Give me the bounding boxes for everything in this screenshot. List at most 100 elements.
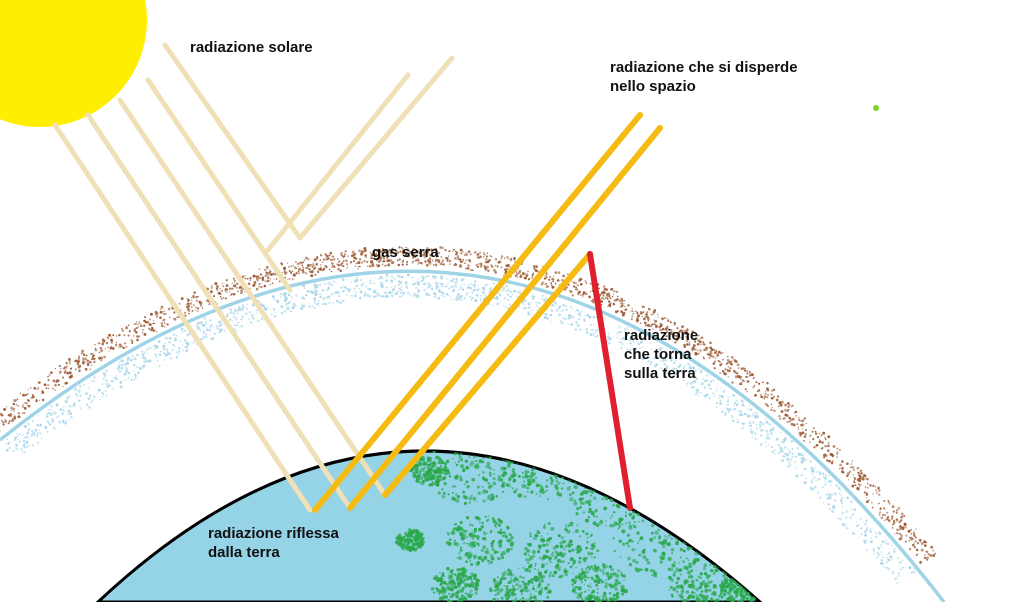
vapor-speck <box>195 324 199 327</box>
land-speck <box>510 569 513 572</box>
land-speck <box>409 529 412 532</box>
gas-speck <box>271 282 274 285</box>
vapor-speck <box>218 320 222 324</box>
land-speck <box>447 574 451 577</box>
land-speck <box>552 464 556 468</box>
gas-speck <box>910 532 913 535</box>
vapor-speck <box>24 425 27 428</box>
vapor-speck <box>555 303 558 306</box>
land-speck <box>649 492 654 497</box>
land-speck <box>538 572 542 577</box>
vapor-speck <box>697 394 700 397</box>
gas-speck <box>803 435 807 438</box>
land-speck <box>524 470 528 473</box>
vapor-speck <box>338 292 341 295</box>
land-speck <box>629 458 633 462</box>
gas-speck <box>477 256 480 259</box>
land-speck <box>639 536 644 541</box>
land-speck <box>731 584 735 587</box>
land-speck <box>499 530 503 535</box>
vapor-speck <box>551 303 554 307</box>
vapor-speck <box>841 505 844 508</box>
vapor-speck <box>283 310 287 313</box>
gas-speck <box>853 469 856 471</box>
vapor-speck <box>163 352 166 355</box>
vapor-speck <box>28 438 30 440</box>
land-speck <box>635 469 640 474</box>
land-speck <box>629 480 633 484</box>
vapor-speck <box>498 294 502 297</box>
gas-speck <box>230 287 234 290</box>
vapor-speck <box>472 297 474 299</box>
gas-speck <box>88 362 90 364</box>
vapor-speck <box>74 387 77 391</box>
land-speck <box>445 461 448 464</box>
land-speck <box>676 581 679 583</box>
vapor-speck <box>134 373 137 377</box>
land-speck <box>639 467 644 471</box>
gas-speck <box>632 312 635 315</box>
land-speck <box>455 474 459 479</box>
vapor-speck <box>199 328 202 331</box>
land-speck <box>501 453 504 456</box>
gas-speck <box>462 258 465 261</box>
gas-speck <box>623 303 625 305</box>
land-speck <box>740 578 744 582</box>
land-speck <box>572 572 575 575</box>
vapor-speck <box>885 561 888 564</box>
land-speck <box>420 477 424 480</box>
land-speck <box>612 585 616 589</box>
vapor-speck <box>34 429 38 432</box>
land-speck <box>648 495 653 499</box>
gas-speck <box>826 449 830 453</box>
vapor-speck <box>425 287 428 289</box>
land-speck <box>615 468 620 473</box>
land-speck <box>442 461 445 464</box>
gas-speck <box>65 361 68 365</box>
land-speck <box>604 597 608 601</box>
land-speck <box>667 519 671 522</box>
land-speck <box>573 485 579 490</box>
gas-speck <box>43 383 47 387</box>
vapor-speck <box>303 287 306 290</box>
vapor-speck <box>479 300 482 302</box>
vapor-speck <box>314 293 317 297</box>
land-speck <box>652 506 656 510</box>
land-speck <box>741 579 746 584</box>
land-speck <box>733 591 737 595</box>
gas-speck <box>99 346 103 350</box>
gas-speck <box>841 466 844 470</box>
land-speck <box>747 581 752 586</box>
land-speck <box>559 448 562 451</box>
land-speck <box>486 497 490 500</box>
vapor-speck <box>318 299 320 302</box>
gas-speck <box>630 310 632 312</box>
vapor-speck <box>376 292 380 295</box>
land-speck <box>441 574 445 577</box>
gas-speck <box>556 279 560 282</box>
vapor-speck <box>385 279 389 283</box>
vapor-speck <box>712 392 715 395</box>
gas-speck <box>898 532 902 535</box>
land-speck <box>613 511 616 514</box>
gas-speck <box>812 437 815 441</box>
land-speck <box>595 523 600 528</box>
land-speck <box>658 535 661 538</box>
vapor-speck <box>48 423 52 426</box>
gas-speck <box>801 428 804 430</box>
vapor-speck <box>168 341 171 344</box>
gas-speck <box>156 331 158 333</box>
land-speck <box>535 468 537 471</box>
land-speck <box>647 503 651 507</box>
gas-speck <box>759 393 762 396</box>
land-speck <box>695 578 699 582</box>
land-speck <box>614 598 618 602</box>
vapor-speck <box>92 398 95 401</box>
gas-speck <box>176 316 179 319</box>
land-speck <box>466 542 469 545</box>
land-speck <box>627 455 630 458</box>
vapor-speck <box>823 480 826 482</box>
vapor-speck <box>874 531 878 535</box>
land-speck <box>469 589 473 594</box>
land-speck <box>473 455 477 459</box>
